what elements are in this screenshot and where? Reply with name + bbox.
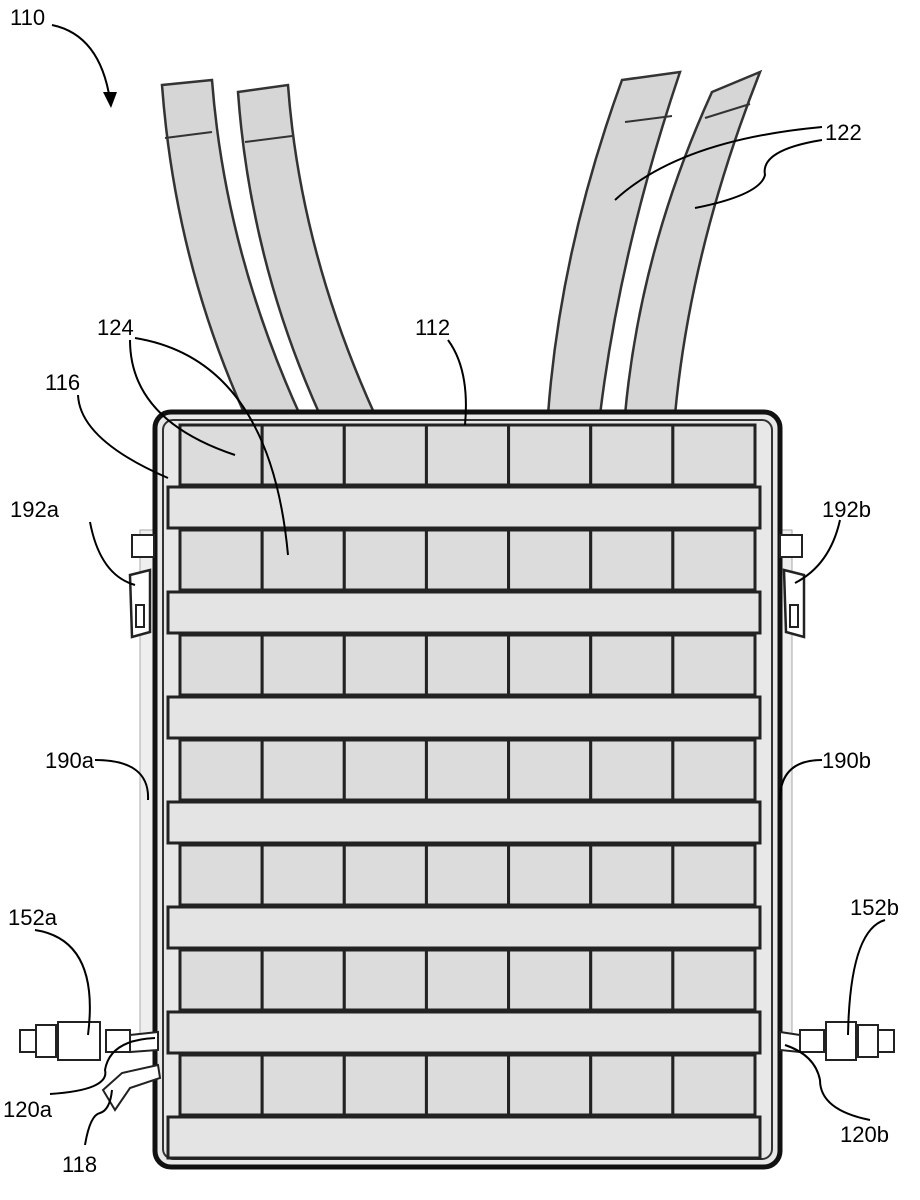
webbing-cell [342, 423, 428, 487]
webbing-cell [342, 843, 428, 907]
strap-seam [704, 103, 751, 119]
webbing-cell [589, 633, 675, 697]
leader-152b [847, 919, 886, 1036]
leader-120b [784, 1044, 871, 1121]
webbing-cell [424, 633, 511, 697]
shoulder-straps [160, 69, 763, 417]
label-120a: 120a [3, 1097, 53, 1122]
assembly-arrow [51, 24, 111, 101]
webbing-cell [260, 948, 346, 1012]
webbing-cell [178, 528, 264, 592]
webbing-cell [507, 948, 593, 1012]
webbing-band [166, 1010, 762, 1055]
webbing-band [166, 695, 762, 740]
strap-seam [624, 115, 673, 123]
pull-tab [101, 1063, 162, 1112]
webbing-cell [589, 528, 675, 592]
webbing-band [166, 485, 762, 530]
leader-192b [794, 519, 841, 584]
webbing-cell [424, 843, 511, 907]
webbing-cell [260, 738, 346, 802]
leader-120a [49, 1037, 156, 1095]
webbing-cell [178, 633, 264, 697]
label-112: 112 [415, 315, 450, 340]
webbing-cell [589, 1053, 675, 1117]
label-192b: 192b [822, 497, 871, 522]
webbing-cell [507, 528, 593, 592]
buckle-right [779, 1021, 895, 1061]
webbing-band [166, 1115, 762, 1160]
strap-seam [244, 135, 293, 143]
webbing-cell [424, 738, 511, 802]
label-118: 118 [62, 1152, 97, 1177]
webbing-cell [424, 948, 511, 1012]
leader-192a [89, 521, 136, 586]
webbing-cell [178, 738, 264, 802]
label-120b: 120b [840, 1122, 889, 1147]
webbing-cell [178, 1053, 264, 1117]
webbing-cell [507, 738, 593, 802]
webbing-cell [260, 528, 346, 592]
molle-webbing-grid [166, 423, 762, 1160]
webbing-cell [260, 633, 346, 697]
webbing-cell [424, 528, 511, 592]
webbing-cell [260, 843, 346, 907]
webbing-band [166, 800, 762, 845]
webbing-cell [507, 843, 593, 907]
webbing-cell [671, 843, 757, 907]
webbing-cell [342, 948, 428, 1012]
leader-116 [77, 394, 169, 479]
webbing-cell [671, 738, 757, 802]
webbing-cell [589, 948, 675, 1012]
label-124: 124 [97, 315, 134, 340]
webbing-cell [424, 1053, 511, 1117]
label-110: 110 [10, 5, 45, 30]
buckle-left [19, 1021, 159, 1061]
webbing-cell [342, 528, 428, 592]
webbing-cell [589, 738, 675, 802]
zipper-left [128, 534, 155, 639]
zipper-right [779, 534, 806, 639]
webbing-cell [589, 843, 675, 907]
webbing-band [166, 590, 762, 635]
arrowhead-icon [103, 92, 117, 108]
webbing-cell [178, 423, 264, 487]
webbing-cell [671, 423, 757, 487]
webbing-cell [342, 633, 428, 697]
label-190b: 190b [822, 748, 871, 773]
webbing-cell [671, 633, 757, 697]
webbing-cell [507, 633, 593, 697]
webbing-cell [507, 423, 593, 487]
leader-190b [779, 759, 823, 801]
webbing-cell [260, 1053, 346, 1117]
webbing-cell [589, 423, 675, 487]
leader-124a [129, 339, 236, 456]
webbing-cell [342, 1053, 428, 1117]
webbing-cell [671, 948, 757, 1012]
webbing-cell [671, 1053, 757, 1117]
webbing-cell [671, 528, 757, 592]
label-192a: 192a [10, 497, 60, 522]
webbing-cell [178, 948, 264, 1012]
leader-122a [614, 126, 823, 201]
leader-118 [84, 1089, 113, 1146]
webbing-cell [424, 423, 511, 487]
label-152a: 152a [8, 905, 58, 930]
label-116: 116 [45, 370, 80, 395]
webbing-band [166, 905, 762, 950]
leader-124b [134, 337, 289, 556]
label-122: 122 [825, 120, 862, 145]
leader-112 [447, 339, 467, 426]
webbing-cell [178, 843, 264, 907]
strap-seam [164, 131, 213, 139]
webbing-cell [342, 738, 428, 802]
webbing-cell [260, 423, 346, 487]
leader-122b [694, 139, 823, 209]
webbing-cell [507, 1053, 593, 1117]
label-190a: 190a [45, 748, 95, 773]
leader-152a [34, 929, 91, 1036]
label-152b: 152b [850, 895, 899, 920]
leader-190a [94, 759, 150, 801]
